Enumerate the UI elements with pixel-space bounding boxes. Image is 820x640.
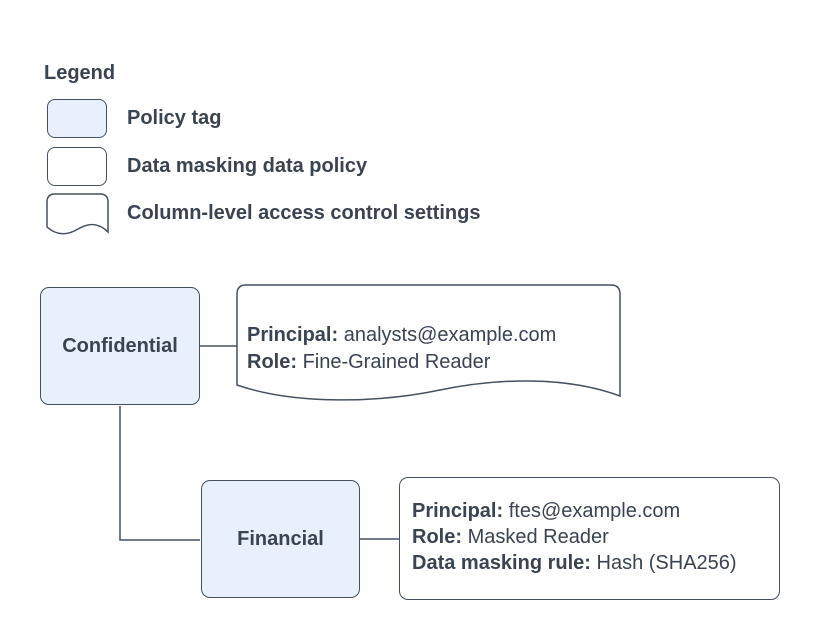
field-label: Role: <box>412 526 462 548</box>
legend-title: Legend <box>44 62 116 84</box>
field-value: analysts@example.com <box>343 324 557 346</box>
settings-line: Role: Fine-Grained Reader <box>247 349 556 376</box>
legend-item-policy-tag: Policy tag <box>127 107 222 129</box>
policy-tag-financial: Financial <box>201 480 360 598</box>
settings-line: Data masking rule: Hash (SHA256) <box>412 550 737 576</box>
field-label: Role: <box>247 351 297 373</box>
field-value: Fine-Grained Reader <box>302 351 491 373</box>
policy-tag-swatch <box>47 99 107 138</box>
connector-confidential-financial <box>119 406 200 541</box>
policy-tag-confidential-label: Confidential <box>62 334 178 357</box>
confidential-settings-text: Principal: analysts@example.com Role: Fi… <box>247 322 556 376</box>
field-value: ftes@example.com <box>508 500 681 522</box>
field-value: Masked Reader <box>467 526 609 548</box>
policy-tag-financial-label: Financial <box>237 527 324 550</box>
data-masking-policy-swatch <box>47 147 107 186</box>
settings-line: Role: Masked Reader <box>412 524 737 550</box>
field-value: Hash (SHA256) <box>596 552 737 574</box>
policy-tag-confidential: Confidential <box>40 287 200 405</box>
legend-item-data-masking-policy: Data masking data policy <box>127 155 368 177</box>
financial-settings-shape <box>399 477 780 600</box>
field-label: Principal: <box>247 324 339 346</box>
field-label: Data masking rule: <box>412 552 591 574</box>
financial-settings-text: Principal: ftes@example.com Role: Masked… <box>412 498 737 576</box>
legend-document-swatch <box>46 193 109 235</box>
settings-line: Principal: analysts@example.com <box>247 322 556 349</box>
legend-item-access-control-settings: Column-level access control settings <box>127 202 481 224</box>
settings-line: Principal: ftes@example.com <box>412 498 737 524</box>
field-label: Principal: <box>412 500 504 522</box>
